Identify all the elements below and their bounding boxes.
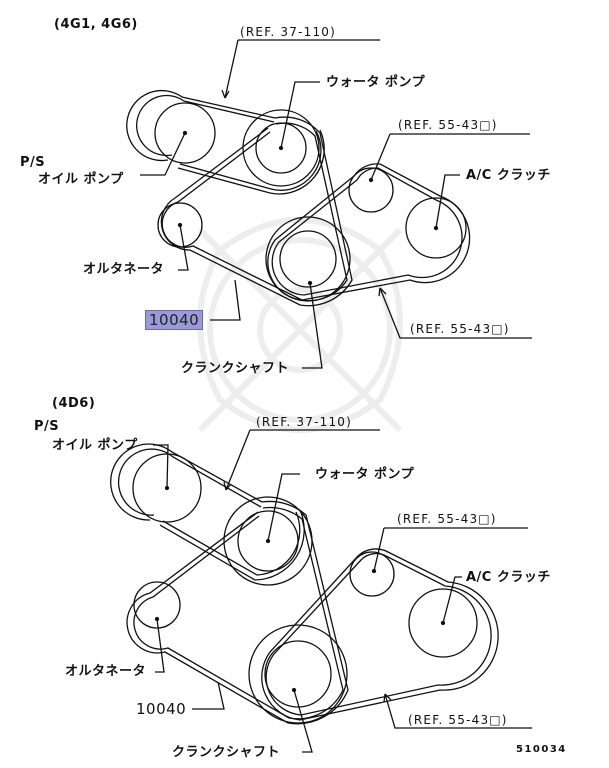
- ref-idler-link-bottom[interactable]: (REF. 55-43□): [397, 512, 497, 526]
- ac-clutch-label-bottom: A/C クラッチ: [466, 570, 551, 585]
- idler-pulley: [348, 167, 394, 213]
- ps-oil-pump-label-top: オイル ポンプ: [38, 172, 124, 187]
- crankshaft-label-top: クランクシャフト: [181, 361, 290, 376]
- ac-pulley: [405, 197, 467, 259]
- ac-clutch-label-top: A/C クラッチ: [466, 168, 551, 183]
- bottom-diagram: [110, 429, 532, 753]
- crank-pulley: [248, 624, 348, 724]
- water-pump-label-bottom: ウォータ ポンプ: [315, 467, 415, 482]
- water-pump-pulley: [242, 109, 320, 187]
- ref-bottom-link-top[interactable]: (REF. 55-43□): [410, 322, 510, 336]
- ps-label-bottom: P/S: [34, 419, 60, 434]
- idler-pulley: [349, 551, 395, 597]
- ref-belt-link-bottom[interactable]: (REF. 37-110): [256, 415, 352, 429]
- part-number-10040[interactable]: 10040: [136, 700, 187, 718]
- ref-bottom-link-bottom[interactable]: (REF. 55-43□): [408, 713, 508, 727]
- ac-pulley: [408, 588, 478, 658]
- top-diagram: [126, 39, 532, 369]
- engine-label-bottom: (4D6): [52, 396, 96, 411]
- ps-oil-pump-label-bottom: オイル ポンプ: [52, 438, 138, 453]
- part-number-10040-highlighted[interactable]: 10040: [145, 310, 204, 330]
- engine-label-top: (4G1, 4G6): [54, 17, 138, 32]
- alternator-pulley: [133, 581, 181, 629]
- ps-pump-pulley: [132, 453, 202, 523]
- ref-idler-link-top[interactable]: (REF. 55-43□): [398, 118, 498, 132]
- watermark-emblem: [197, 217, 403, 433]
- alternator-label-top: オルタネータ: [83, 262, 165, 277]
- ps-label-top: P/S: [20, 155, 46, 170]
- crankshaft-label-bottom: クランクシャフト: [172, 745, 281, 760]
- alternator-label-bottom: オルタネータ: [65, 664, 147, 679]
- figure-code: 510034: [516, 744, 567, 755]
- ps-pump-pulley: [154, 102, 216, 164]
- ref-belt-link-top[interactable]: (REF. 37-110): [240, 25, 336, 39]
- water-pump-label-top: ウォータ ポンプ: [326, 75, 426, 90]
